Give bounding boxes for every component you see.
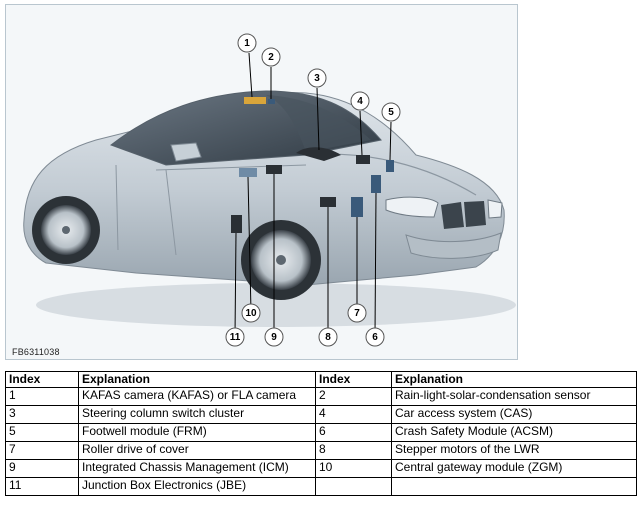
- icm-marker: [266, 165, 282, 174]
- svg-text:11: 11: [230, 332, 241, 343]
- cell-explanation: Stepper motors of the LWR: [391, 441, 637, 460]
- cas-marker: [356, 155, 370, 164]
- callout-7: 7: [347, 303, 367, 323]
- svg-text:8: 8: [325, 332, 331, 343]
- zgm-marker: [239, 168, 257, 177]
- svg-text:4: 4: [357, 96, 363, 107]
- callout-8: 8: [318, 327, 338, 347]
- rls-sensor-marker: [268, 99, 275, 104]
- acsm-marker: [371, 175, 381, 193]
- cell-explanation: Car access system (CAS): [391, 405, 637, 424]
- cell-explanation: Integrated Chassis Management (ICM): [78, 459, 316, 478]
- cell-index: 5: [5, 423, 79, 442]
- svg-text:5: 5: [388, 107, 394, 118]
- vehicle-component-figure: 1 2 3 4 5 6 7 8 9 10 11 FB6311038: [5, 4, 518, 360]
- svg-text:6: 6: [372, 332, 378, 343]
- table-row: 3 Steering column switch cluster 4 Car a…: [5, 405, 637, 424]
- callout-10: 10: [241, 303, 261, 323]
- component-legend-table: Index Explanation Index Explanation 1 KA…: [5, 371, 637, 496]
- callout-5: 5: [381, 102, 401, 122]
- header-explanation-1: Explanation: [78, 371, 316, 388]
- cell-index: 10: [315, 459, 392, 478]
- cell-index: 8: [315, 441, 392, 460]
- table-row: 5 Footwell module (FRM) 6 Crash Safety M…: [5, 423, 637, 442]
- cell-explanation: [391, 477, 637, 496]
- callout-2: 2: [261, 47, 281, 67]
- kafas-camera-marker: [244, 97, 266, 104]
- cell-explanation: Central gateway module (ZGM): [391, 459, 637, 478]
- callout-4: 4: [350, 91, 370, 111]
- svg-text:9: 9: [271, 332, 277, 343]
- table-row: 9 Integrated Chassis Management (ICM) 10…: [5, 459, 637, 478]
- cell-index: 1: [5, 387, 79, 406]
- cell-explanation: KAFAS camera (KAFAS) or FLA camera: [78, 387, 316, 406]
- svg-text:10: 10: [245, 308, 257, 319]
- cell-index: 2: [315, 387, 392, 406]
- table-header-row: Index Explanation Index Explanation: [5, 371, 637, 388]
- svg-text:2: 2: [268, 52, 274, 63]
- figure-id: FB6311038: [12, 347, 60, 357]
- table-row: 7 Roller drive of cover 8 Stepper motors…: [5, 441, 637, 460]
- svg-text:7: 7: [354, 308, 360, 319]
- steering-switch-marker: [296, 147, 341, 161]
- jbe-marker: [231, 215, 242, 233]
- cell-explanation: Rain-light-solar-condensation sensor: [391, 387, 637, 406]
- callout-6: 6: [365, 327, 385, 347]
- cell-index: 3: [5, 405, 79, 424]
- car-illustration: 1 2 3 4 5 6 7 8 9 10 11: [23, 33, 516, 347]
- cell-index: 11: [5, 477, 79, 496]
- cell-index: 4: [315, 405, 392, 424]
- header-index-1: Index: [5, 371, 79, 388]
- callout-3: 3: [307, 68, 327, 88]
- cell-index: [315, 477, 392, 496]
- callout-9: 9: [264, 327, 284, 347]
- cell-index: 7: [5, 441, 79, 460]
- svg-text:1: 1: [244, 38, 250, 49]
- cell-explanation: Steering column switch cluster: [78, 405, 316, 424]
- cell-explanation: Roller drive of cover: [78, 441, 316, 460]
- roller-drive-marker: [351, 197, 363, 217]
- cell-explanation: Junction Box Electronics (JBE): [78, 477, 316, 496]
- frm-marker: [386, 160, 394, 172]
- header-index-2: Index: [315, 371, 392, 388]
- callout-1: 1: [237, 33, 257, 53]
- cell-explanation: Footwell module (FRM): [78, 423, 316, 442]
- header-explanation-2: Explanation: [391, 371, 637, 388]
- callout-11: 11: [225, 327, 245, 347]
- cell-index: 9: [5, 459, 79, 478]
- cell-explanation: Crash Safety Module (ACSM): [391, 423, 637, 442]
- table-row: 1 KAFAS camera (KAFAS) or FLA camera 2 R…: [5, 387, 637, 406]
- lwr-marker: [320, 197, 336, 207]
- cell-index: 6: [315, 423, 392, 442]
- table-row: 11 Junction Box Electronics (JBE): [5, 477, 637, 496]
- svg-text:3: 3: [314, 73, 320, 84]
